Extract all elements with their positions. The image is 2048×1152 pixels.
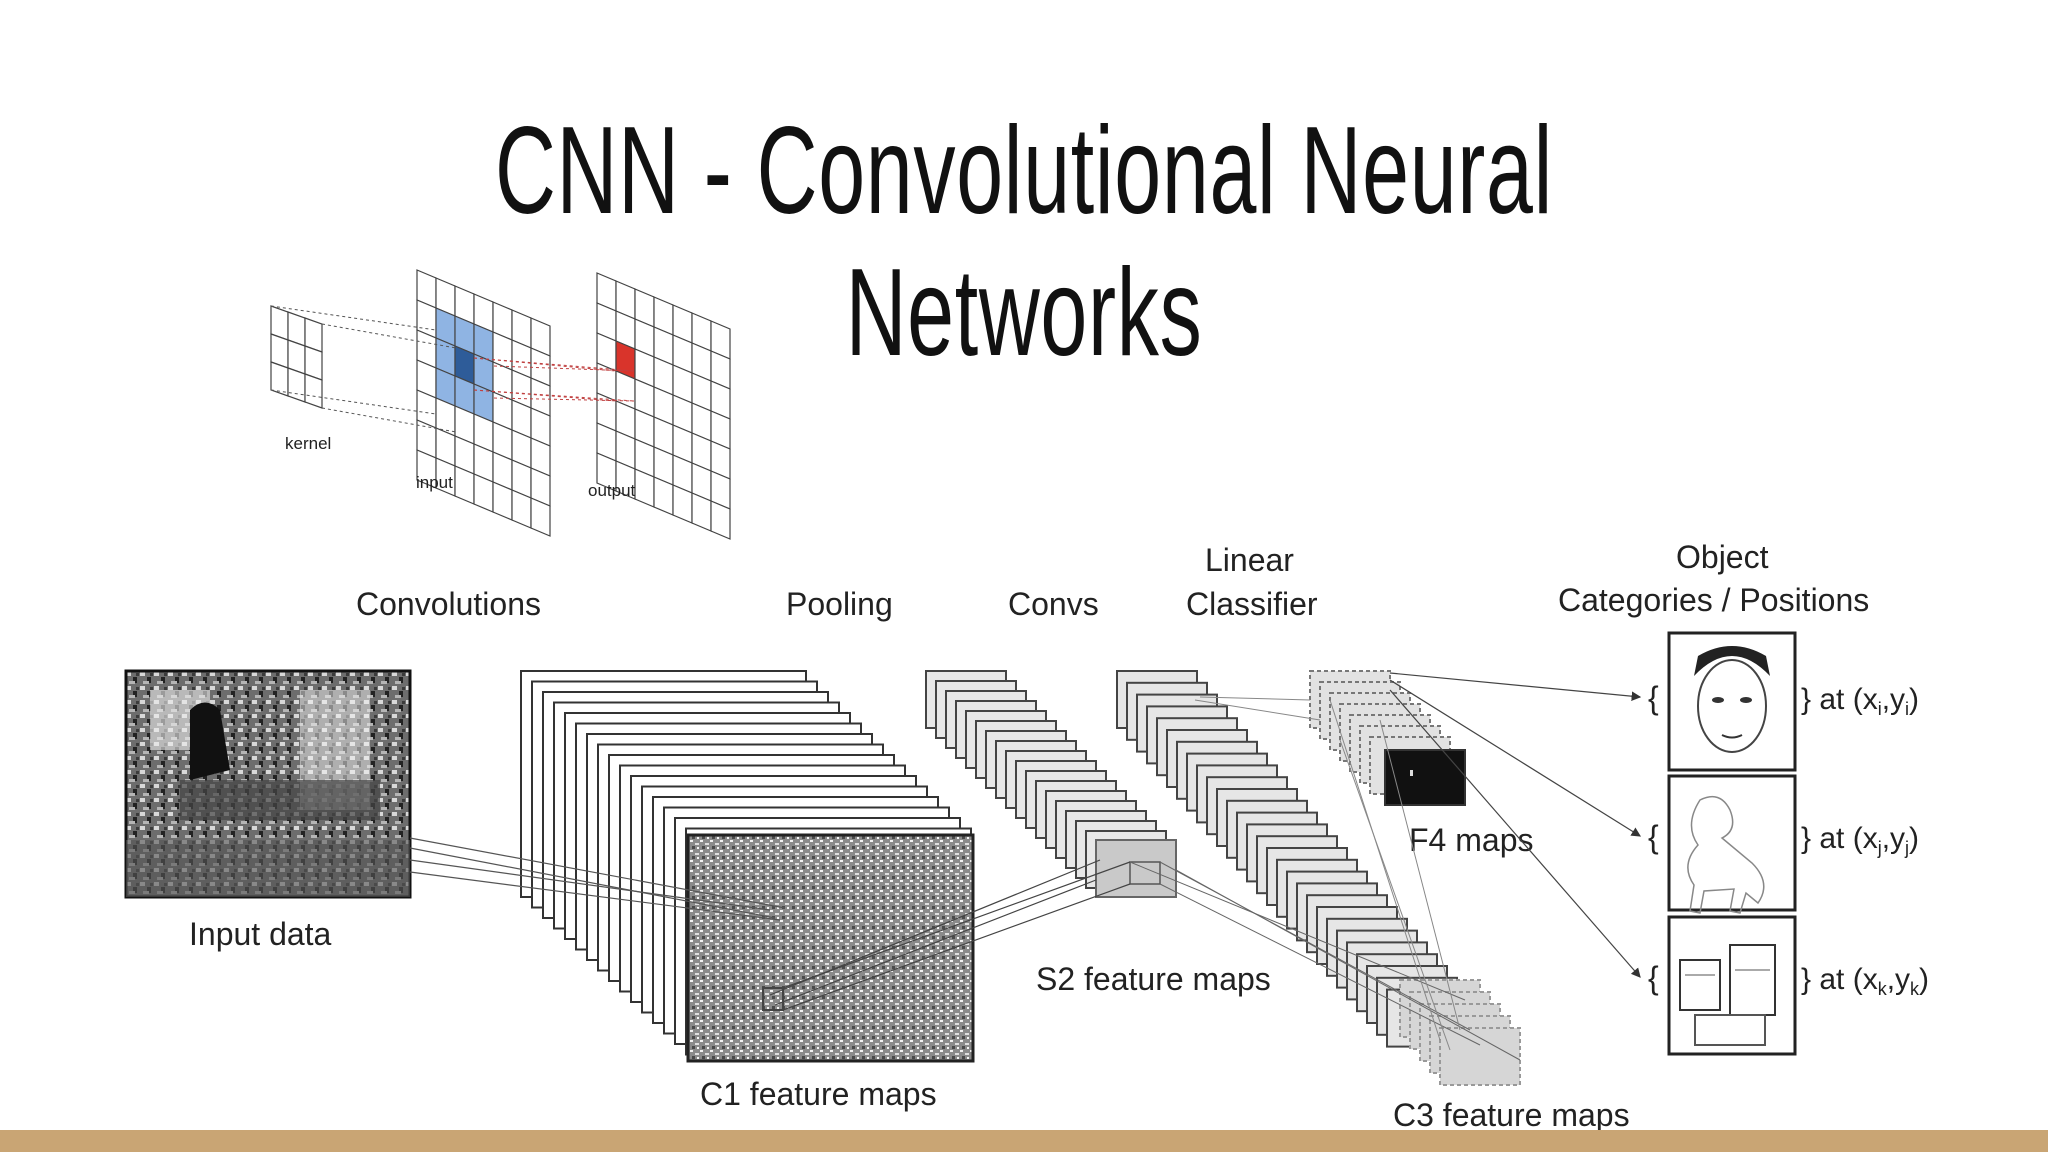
input-grid [416,269,551,537]
output-face-sketch [1667,631,1797,772]
output-label: output [588,481,636,500]
kernel-cell [287,367,306,403]
c1-front-map [686,833,975,1063]
kernel-grid [270,305,323,409]
c3-to-f4-lines [1194,696,1461,1051]
stage-label-convs: Convs [1008,586,1099,622]
output-room-sketch [1667,915,1797,1056]
c3Stack-layer [1439,1027,1521,1086]
kernel-cell [304,373,323,409]
output-position-text: } at (xk,yk) [1801,963,1929,999]
input-data-label: Input data [189,916,332,952]
c1-to-s2-lines [769,859,1131,1011]
input-data-image [124,669,412,899]
stage-label-convolutions: Convolutions [356,586,541,622]
s2-front-map [1095,839,1177,898]
output-grid [596,272,731,540]
f4-front-map [1384,749,1466,806]
stage-label-classifier: Classifier [1186,586,1318,622]
bottom-accent-bar [0,1130,2048,1152]
input-cell [530,497,551,537]
c1-label: C1 feature maps [700,1076,937,1112]
output-open-brace: { [1648,819,1659,855]
output-dog-sketch [1667,774,1797,914]
f4-label: F4 maps [1409,822,1533,858]
output-open-brace: { [1648,680,1659,716]
output-open-brace: { [1648,960,1659,996]
kernel-projection-lines [270,305,635,433]
f4-to-output-arrows [1389,672,1642,978]
output-cell [710,500,731,540]
stage-label-pooling: Pooling [786,586,893,622]
s2-to-c3-lines [1129,861,1521,1061]
stage-label-linear: Linear [1205,542,1294,578]
stage-label-object: Object [1676,539,1769,575]
c3-label: C3 feature maps [1393,1097,1630,1133]
slide-title: CNN - Convolutional Neural Networks [494,102,1554,382]
input-label: input [416,473,453,492]
kernel-label: kernel [285,434,331,453]
input-to-c1-lines [409,837,786,921]
output-positions: { } at (xi,yi) { } at (xj,yj) { } at (xk,yk) [1648,680,1929,999]
s2-label: S2 feature maps [1036,961,1271,997]
stage-label-categories-positions: Categories / Positions [1558,582,1869,618]
output-position-text: } at (xj,yj) [1801,822,1919,858]
output-position-text: } at (xi,yi) [1801,683,1919,719]
c3-feature-map-stack [1116,670,1521,1086]
